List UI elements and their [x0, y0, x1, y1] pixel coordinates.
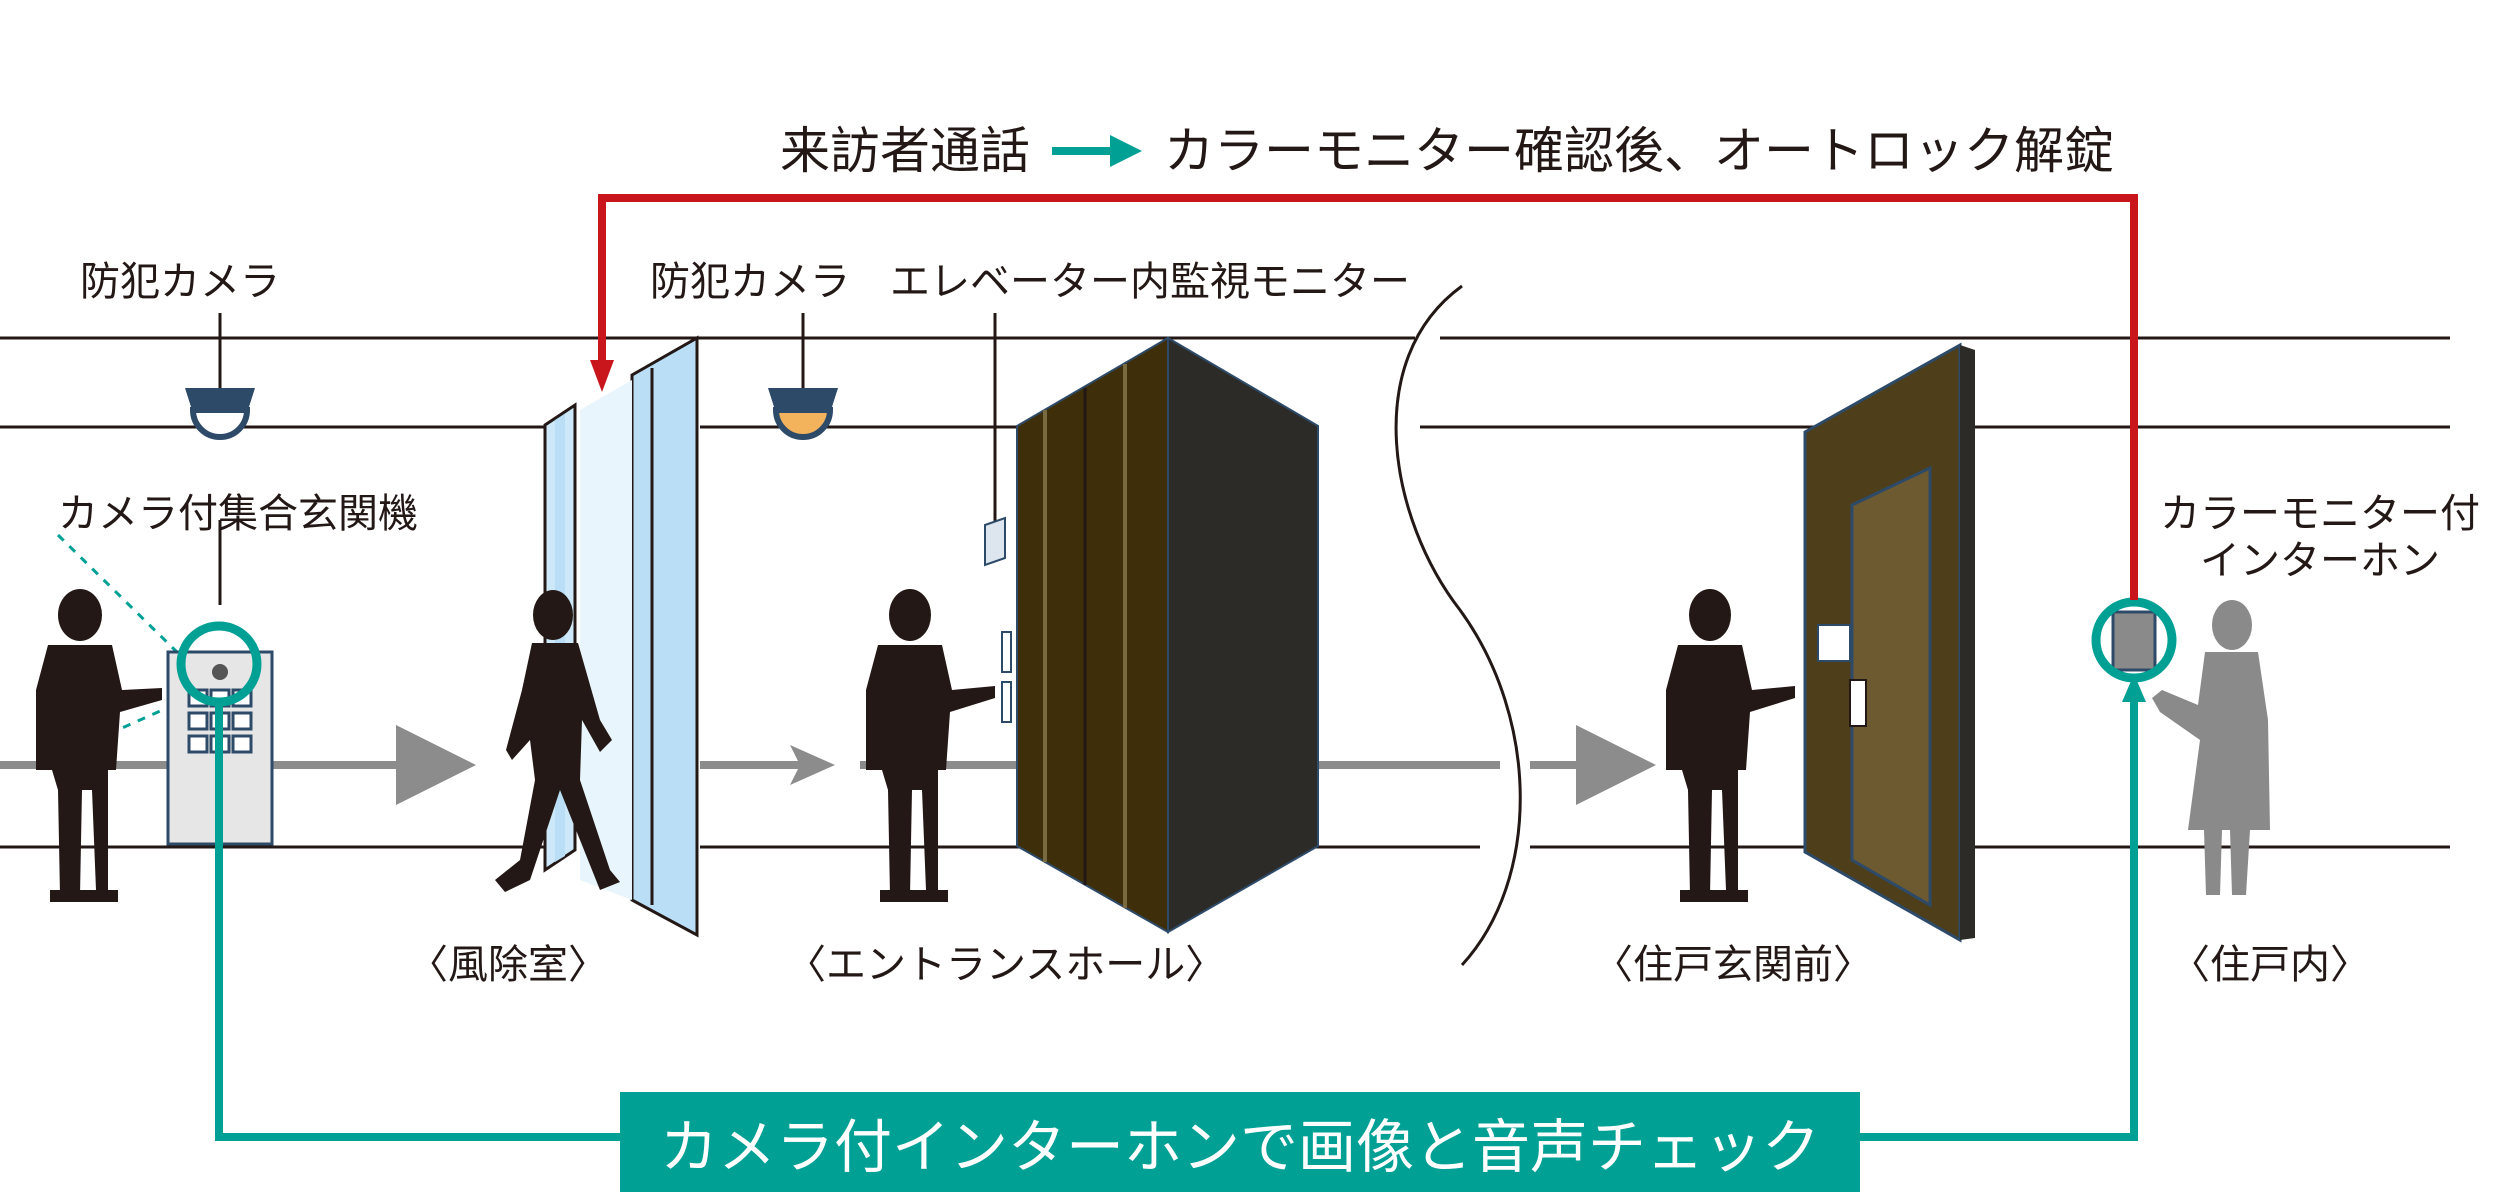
elevator-monitor-icon	[984, 313, 1006, 567]
label-monitor-line1: カラーモニター付	[2160, 491, 2480, 537]
room-entrance-hall: 〈エントランスホール〉	[786, 942, 1226, 988]
walking-visitor-silhouette	[495, 590, 620, 892]
visitor-silhouette	[1666, 589, 1795, 902]
walk-arrow-head	[790, 745, 835, 785]
unlock-note-left: 来訪者通話	[780, 122, 1030, 180]
intercom-banner: カメラ付インターホンで画像と音声チェック	[620, 1092, 1860, 1192]
unlock-note: 来訪者通話 カラーモニター確認後、オートロック解錠	[780, 126, 2114, 176]
security-camera-icon	[768, 313, 838, 440]
label-elevator-monitor: エレベーター内監視モニター	[890, 259, 1410, 305]
elevator	[1001, 336, 1319, 934]
room-inside: 〈住戸内〉	[2170, 942, 2370, 988]
glass-door	[543, 335, 699, 938]
indoor-monitor-icon	[2091, 597, 2177, 683]
label-camera-mid: 防犯カメラ	[650, 259, 850, 305]
unlock-note-right: カラーモニター確認後、オートロック解錠	[1164, 122, 2114, 180]
label-camera-left: 防犯カメラ	[80, 259, 280, 305]
label-monitor-line2: インターホン	[2200, 538, 2440, 584]
apartment-door	[1803, 342, 1975, 943]
security-camera-icon	[185, 313, 255, 440]
label-entrance-panel: カメラ付集合玄関機	[58, 491, 418, 537]
break-line	[1394, 284, 1522, 967]
room-front-door: 〈住戸玄関前〉	[1593, 942, 1873, 988]
arrow-right-icon	[1052, 135, 1142, 167]
visitor-silhouette	[866, 589, 995, 902]
room-windbreak: 〈風除室〉	[408, 942, 608, 988]
unlock-path	[590, 194, 2138, 600]
visitor-silhouette	[36, 589, 162, 902]
resident-silhouette	[2152, 600, 2270, 895]
